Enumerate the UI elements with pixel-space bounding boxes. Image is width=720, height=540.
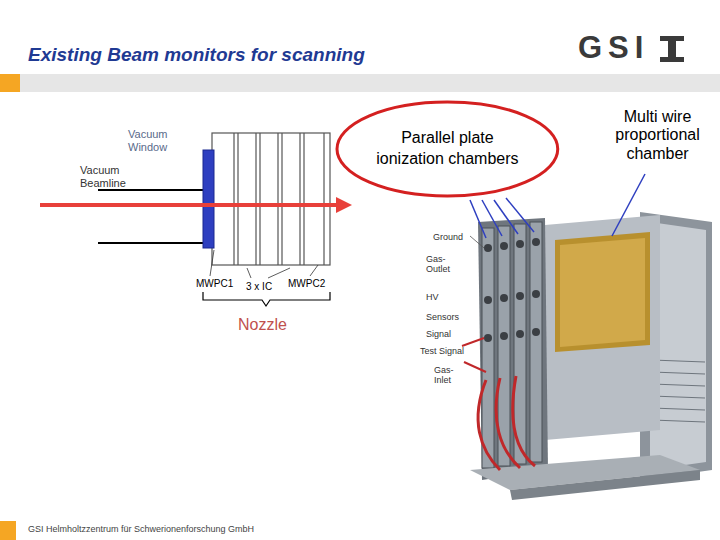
part-label: Vacuum Beamline bbox=[80, 164, 150, 189]
part-label: MWPC1 bbox=[196, 278, 240, 290]
part-label: Sensors bbox=[426, 312, 470, 322]
leader-lines bbox=[470, 174, 645, 238]
callout-ellipse: Parallel plate ionization chambers bbox=[335, 100, 560, 198]
beamline-wall bbox=[98, 242, 204, 244]
accent-square bbox=[0, 74, 20, 92]
device-photo bbox=[462, 212, 712, 500]
chamber-frames bbox=[212, 133, 330, 265]
part-label: Gas-Outlet bbox=[426, 254, 460, 275]
group-label: Nozzle bbox=[238, 316, 298, 334]
vacuum-window bbox=[203, 150, 214, 248]
leader-lines bbox=[210, 250, 318, 278]
ellipse-outline bbox=[335, 100, 560, 198]
slide-title: Existing Beam monitors for scanning bbox=[28, 44, 365, 66]
beam-arrowhead bbox=[336, 197, 352, 213]
part-label: Gas-Inlet bbox=[434, 365, 464, 386]
part-label: Signal bbox=[426, 329, 466, 339]
header-bar bbox=[20, 74, 720, 92]
callout-label: Multi wire proportional chamber bbox=[595, 108, 720, 163]
part-label: Test Signal bbox=[420, 346, 472, 356]
logo-text: GSI bbox=[578, 30, 658, 66]
logo-bar bbox=[660, 57, 684, 62]
callout-text: Parallel plate ionization chambers bbox=[370, 128, 525, 170]
logo-bar bbox=[660, 36, 684, 41]
part-label: MWPC2 bbox=[288, 278, 332, 290]
beamline-wall bbox=[98, 189, 204, 191]
beam-arrow bbox=[40, 203, 338, 207]
part-label: Ground bbox=[433, 232, 477, 242]
part-label: 3 x IC bbox=[246, 281, 286, 293]
footer-text: GSI Helmholtzzentrum für Schwerionenfors… bbox=[28, 524, 254, 534]
text-holder: Parallel plate ionization chambers bbox=[370, 128, 525, 170]
part-label: HV bbox=[426, 292, 456, 302]
bracket bbox=[203, 292, 330, 306]
part-label: Vacuum Window bbox=[128, 128, 198, 153]
footer-square bbox=[0, 521, 16, 540]
